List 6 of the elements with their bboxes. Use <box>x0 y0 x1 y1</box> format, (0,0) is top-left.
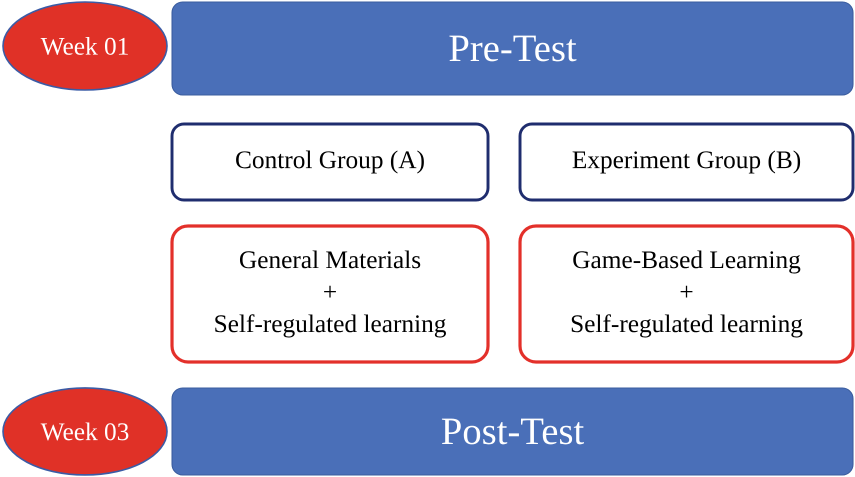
group-box: Experiment Group (B) <box>518 122 854 202</box>
method-box: General Materials + Self-regulated learning <box>170 224 490 364</box>
test-banner: Post-Test <box>171 387 854 476</box>
method-box: Game-Based Learning + Self-regulated learning <box>518 224 855 364</box>
test-banner: Pre-Test <box>171 1 854 96</box>
group-box: Control Group (A) <box>170 122 490 202</box>
